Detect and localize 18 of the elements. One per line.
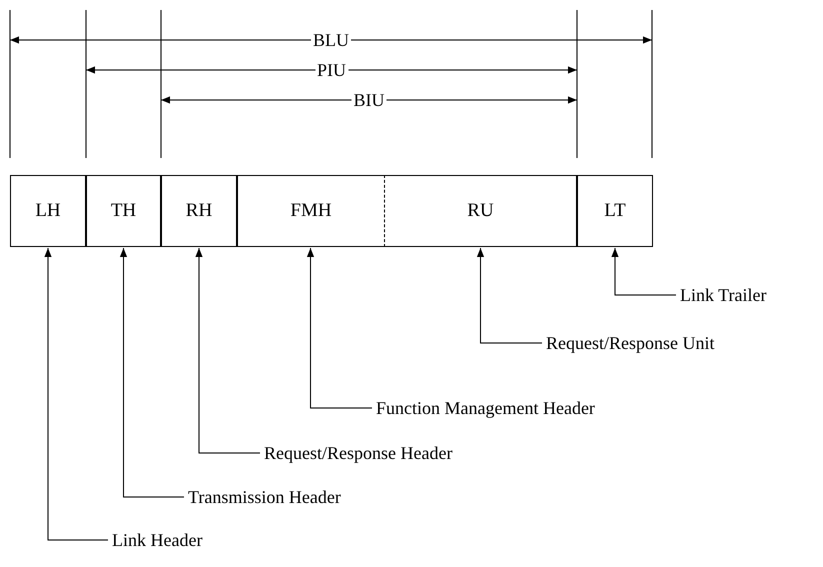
field-description: Function Management Header bbox=[376, 397, 595, 419]
field-cell: FMH bbox=[237, 175, 384, 247]
field-description: Request/Response Unit bbox=[546, 332, 714, 354]
leader-arrow bbox=[195, 248, 260, 454]
field-description: Transmission Header bbox=[188, 486, 341, 508]
field-cell: TH bbox=[86, 175, 161, 247]
leader-arrow bbox=[44, 248, 108, 540]
field-description: Link Header bbox=[112, 529, 202, 551]
field-cell: RH bbox=[161, 175, 237, 247]
field-cell: RU bbox=[384, 175, 577, 247]
field-cell: LT bbox=[577, 175, 653, 247]
leader-arrow bbox=[611, 248, 676, 296]
field-cell: LH bbox=[10, 175, 86, 247]
leader-arrow bbox=[306, 248, 372, 408]
field-description: Request/Response Header bbox=[264, 442, 452, 464]
leader-arrow bbox=[120, 248, 184, 498]
field-description: Link Trailer bbox=[680, 284, 767, 306]
leader-arrow bbox=[476, 248, 542, 344]
